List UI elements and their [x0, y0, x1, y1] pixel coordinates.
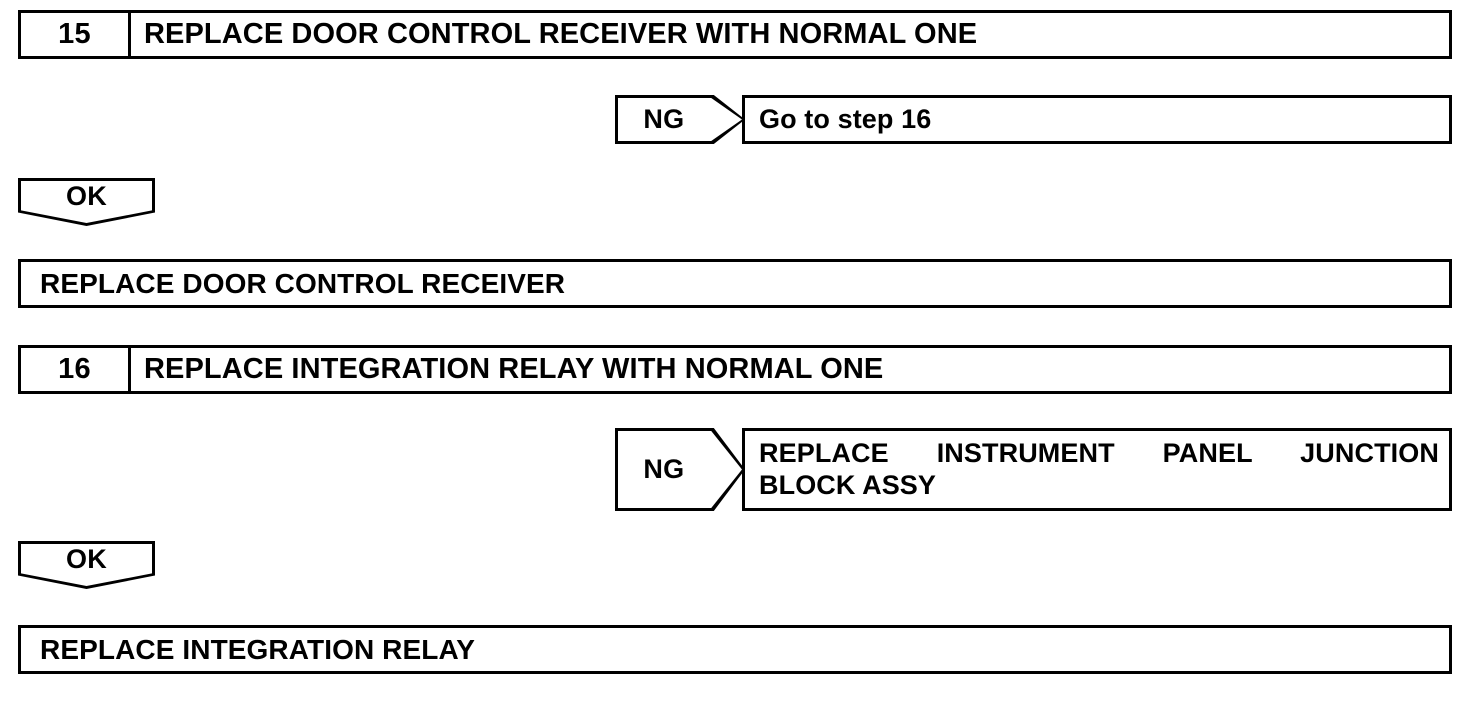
ng-tag-15-inner: NG [618, 98, 742, 141]
ok-result-15: REPLACE DOOR CONTROL RECEIVER [18, 259, 1452, 308]
step-header-15: 15 REPLACE DOOR CONTROL RECEIVER WITH NO… [18, 10, 1452, 59]
step-number-cell-16: 16 [21, 348, 131, 391]
ok-result-16: REPLACE INTEGRATION RELAY [18, 625, 1452, 674]
ok-result-16-text: REPLACE INTEGRATION RELAY [40, 633, 475, 665]
step-instruction-15: REPLACE DOOR CONTROL RECEIVER WITH NORMA… [144, 18, 978, 50]
ok-tag-15: OK [18, 178, 155, 226]
ng-tag-16-label: NG [643, 454, 685, 484]
ng-result-15: Go to step 16 [742, 95, 1452, 144]
ok-tag-16-label: OK [65, 543, 108, 574]
ng-result-15-text: Go to step 16 [759, 104, 932, 134]
step-number-cell-15: 15 [21, 13, 131, 56]
step-header-16: 16 REPLACE INTEGRATION RELAY WITH NORMAL… [18, 345, 1452, 394]
ng-tag-15: NG [615, 95, 745, 144]
ng-result-16-line1: REPLACE INSTRUMENT PANEL JUNCTION [759, 437, 1439, 468]
ok-tag-16: OK [18, 541, 155, 589]
step-number-15: 15 [58, 18, 91, 50]
ng-result-16-line2: BLOCK ASSY [759, 469, 937, 500]
ng-tag-16-inner: NG [618, 431, 742, 508]
ok-result-15-text: REPLACE DOOR CONTROL RECEIVER [40, 267, 566, 299]
ng-tag-16: NG [615, 428, 745, 511]
step-instruction-16: REPLACE INTEGRATION RELAY WITH NORMAL ON… [144, 353, 884, 385]
ng-result-16: REPLACE INSTRUMENT PANEL JUNCTION BLOCK … [742, 428, 1452, 511]
ng-tag-15-label: NG [643, 104, 685, 134]
ok-tag-15-label: OK [65, 180, 108, 211]
step-number-16: 16 [58, 353, 91, 385]
